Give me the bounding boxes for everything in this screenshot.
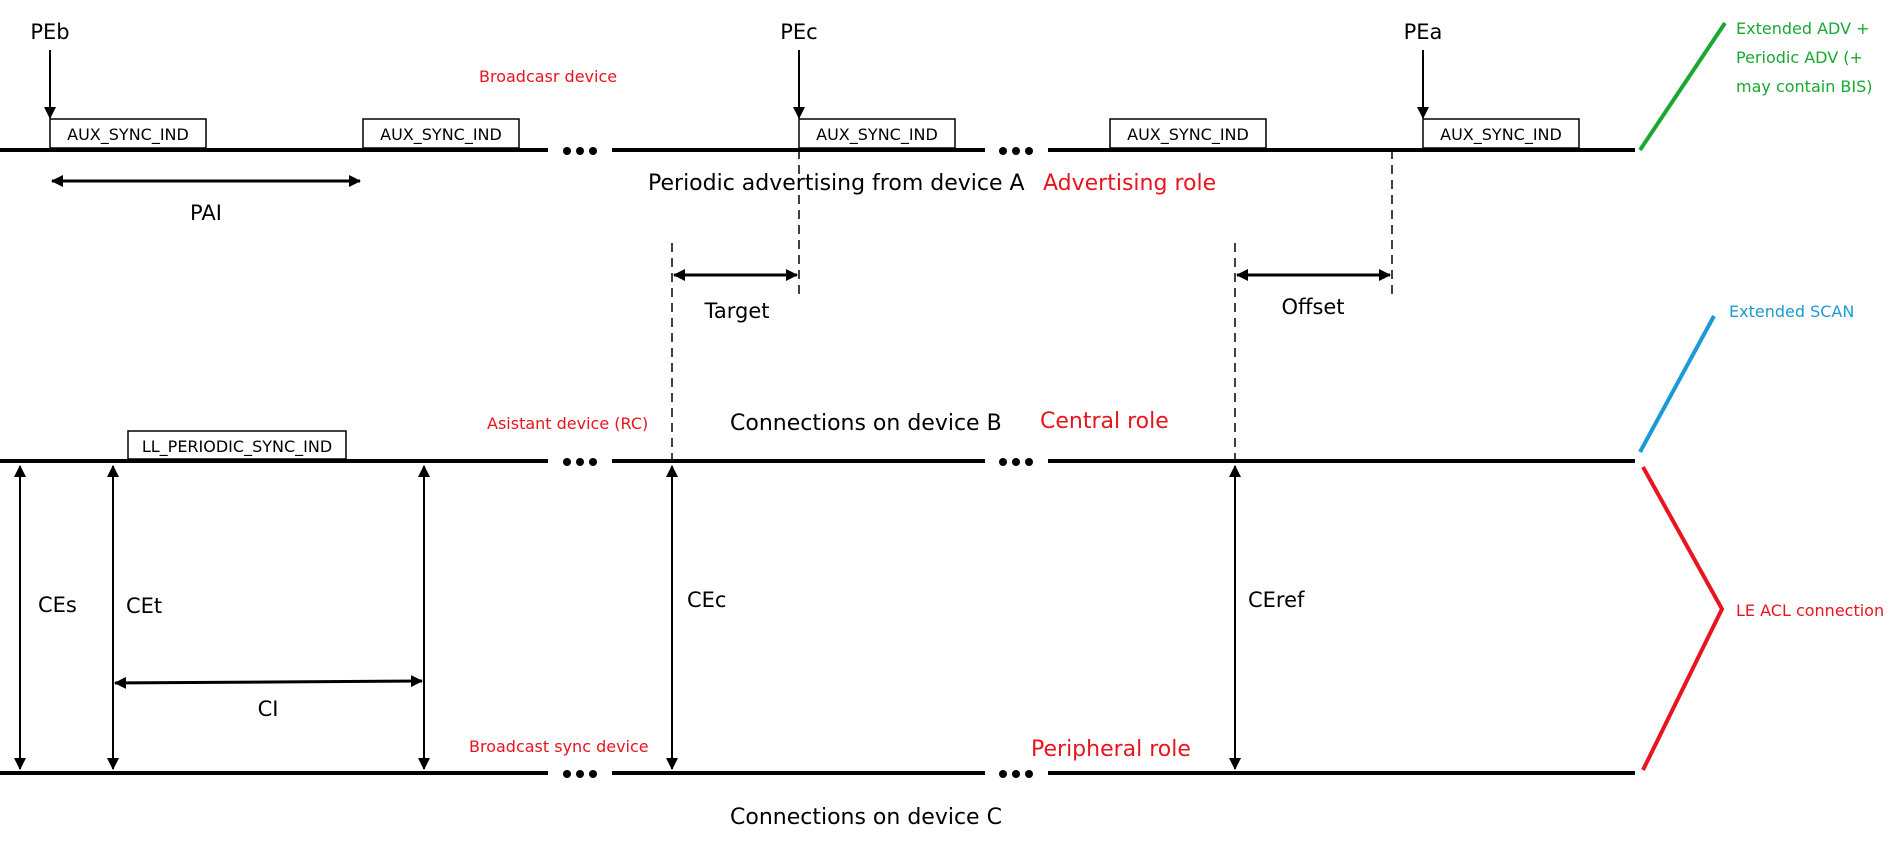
ellipsis-a-1 — [563, 147, 597, 155]
blue-bracket-line — [1638, 315, 1716, 453]
ci-label: CI — [258, 697, 279, 721]
aux-sync-ind-label-3: AUX_SYNC_IND — [816, 125, 938, 145]
aux-sync-ind-packet-2 — [362, 118, 520, 149]
peripheral-role-label: Peripheral role — [1031, 737, 1191, 762]
timeline-c: Broadcast sync device Connections on dev… — [0, 737, 1635, 830]
cet-label: CEt — [126, 594, 162, 618]
ellipsis-c-2 — [999, 770, 1033, 778]
aux-sync-ind-packet-1 — [49, 118, 207, 149]
cec-label: CEc — [687, 588, 726, 612]
guides: Target Offset — [671, 150, 1393, 460]
pec-label: PEc — [780, 20, 817, 44]
timeline-a-caption: Periodic advertising from device A — [648, 171, 1025, 196]
target-label: Target — [704, 299, 770, 323]
red-bracket-line — [1641, 466, 1725, 771]
ll-periodic-sync-ind-label: LL_PERIODIC_SYNC_IND — [142, 437, 332, 457]
ellipsis-b-2 — [999, 458, 1033, 466]
green-bracket-line — [1638, 21, 1727, 152]
ellipsis-b-1 — [563, 458, 597, 466]
timeline-b: LL_PERIODIC_SYNC_IND Asistant device (RC… — [0, 409, 1635, 466]
extended-adv-label-line-1: Extended ADV + — [1736, 19, 1870, 38]
aux-sync-ind-label-4: AUX_SYNC_IND — [1127, 125, 1249, 145]
aux-sync-ind-packet-5 — [1422, 118, 1580, 149]
aux-sync-ind-packet-4 — [1109, 118, 1267, 149]
connection-events: CEs CEt CEc CEref CI — [14, 465, 1305, 770]
assistant-device-label: Asistant device (RC) — [487, 414, 648, 433]
ellipsis-a-2 — [999, 147, 1033, 155]
ceref-label: CEref — [1248, 588, 1305, 612]
ci-arrow — [114, 675, 423, 689]
offset-label: Offset — [1281, 295, 1344, 319]
extended-adv-label-line-3: may contain BIS) — [1736, 77, 1873, 96]
side-legend: Extended ADV + Periodic ADV (+ may conta… — [1638, 19, 1884, 771]
aux-sync-ind-packet-3 — [798, 118, 956, 149]
ellipsis-c-1 — [563, 770, 597, 778]
timeline-a: AUX_SYNC_IND AUX_SYNC_IND AUX_SYNC_IND A… — [0, 20, 1635, 225]
timeline-c-caption: Connections on device C — [730, 805, 1002, 830]
timeline-b-caption: Connections on device B — [730, 411, 1002, 436]
advertising-role-label: Advertising role — [1043, 171, 1216, 196]
pea-label: PEa — [1404, 20, 1443, 44]
central-role-label: Central role — [1040, 409, 1169, 434]
extended-scan-label: Extended SCAN — [1729, 302, 1854, 321]
aux-sync-ind-label-5: AUX_SYNC_IND — [1440, 125, 1562, 145]
peb-label: PEb — [30, 20, 69, 44]
extended-adv-label-line-2: Periodic ADV (+ — [1736, 48, 1863, 67]
broadcast-sync-device-label: Broadcast sync device — [469, 737, 649, 756]
broadcaster-device-label: Broadcasr device — [479, 67, 617, 86]
le-acl-connection-label: LE ACL connection — [1736, 601, 1884, 620]
ll-periodic-sync-ind-packet — [127, 430, 347, 460]
ces-label: CEs — [38, 593, 77, 617]
aux-sync-ind-label-2: AUX_SYNC_IND — [380, 125, 502, 145]
aux-sync-ind-label-1: AUX_SYNC_IND — [67, 125, 189, 145]
pai-label: PAI — [190, 201, 222, 225]
